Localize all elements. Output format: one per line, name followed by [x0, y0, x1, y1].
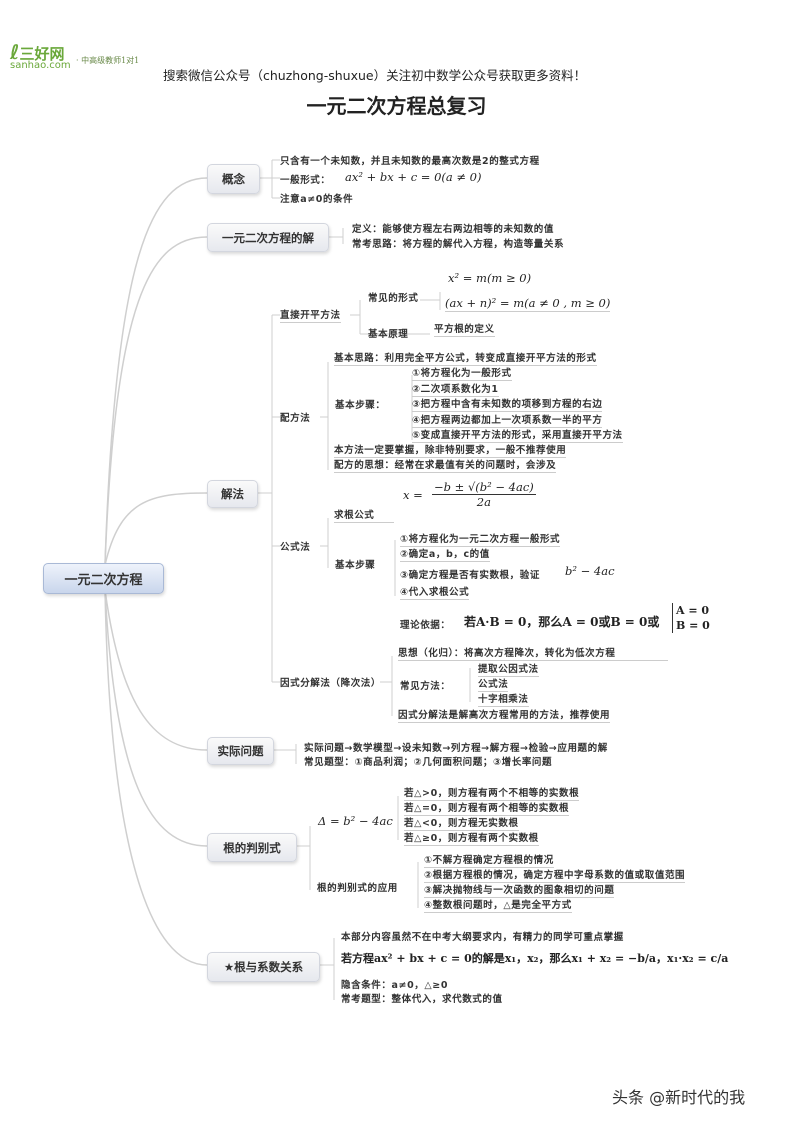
discriminant-app: ①不解方程确定方程根的情况 — [424, 852, 554, 868]
factor-common-method: 十字相乘法 — [478, 691, 529, 707]
logo-leaf-icon: ℓ — [10, 40, 20, 64]
discriminant-case: 若△≥0，则方程有两个实数根 — [404, 830, 539, 846]
formula-step: ①将方程化为一元二次方程一般形式 — [400, 531, 561, 547]
logo-tagline: · 中高级教师1对1 — [76, 56, 140, 65]
formula-steps-label: 基本步骤 — [335, 560, 376, 571]
factor-common-label: 常见方法： — [400, 681, 451, 692]
concept-general-form-label: 一般形式： — [280, 175, 331, 186]
node-concept: 概念 — [207, 164, 260, 194]
vieta-condition: 隐含条件：a≠0，△≥0 — [341, 980, 449, 991]
node-solution: 一元二次方程的解 — [207, 223, 329, 252]
node-practical: 实际问题 — [207, 737, 274, 765]
formula-step: ③确定方程是否有实数根，验证 — [400, 570, 540, 581]
formula-step: ②确定a，b，c的值 — [400, 546, 490, 562]
root-formula-numerator: −b ± √(b² − 4ac) — [432, 480, 536, 495]
concept-note: 注意a≠0的条件 — [280, 194, 354, 205]
direct-forms-label: 常见的形式 — [368, 293, 419, 304]
discriminant-case: 若△<0，则方程无实数根 — [404, 815, 519, 831]
solution-approach: 常考思路：将方程的解代入方程，构造等量关系 — [352, 239, 565, 250]
completing-idea: 基本思路：利用完全平方公式，转变成直接开平方法的形式 — [334, 350, 597, 366]
node-discriminant: 根的判别式 — [207, 833, 297, 862]
direct-form-1: x² = m(m ≥ 0) — [448, 271, 532, 285]
discriminant-app: ④整数根问题时，△是完全平方式 — [424, 897, 572, 913]
practical-types: 常见题型：①商品利润；②几何面积问题；③增长率问题 — [304, 757, 553, 768]
direct-root-method: 直接开平方法 — [280, 307, 341, 323]
factor-case: A = 0 — [676, 604, 710, 617]
logo-brand: 三好网 — [19, 45, 65, 63]
discriminant-formula: Δ = b² − 4ac — [318, 814, 393, 828]
vieta-common-type: 常考题型：整体代入，求代数式的值 — [341, 994, 503, 1005]
node-vieta: ★根与系数关系 — [207, 952, 320, 982]
direct-principle: 平方根的定义 — [434, 321, 495, 337]
completing-step: ④把方程两边都加上一次项系数一半的平方 — [412, 412, 603, 428]
concept-general-formula: ax² + bx + c = 0(a ≠ 0) — [345, 170, 482, 184]
notice-text: 搜索微信公众号（chuzhong-shuxue）关注初中数学公众号获取更多资料！ — [163, 68, 587, 83]
page-title: 一元二次方程总复习 — [306, 94, 487, 118]
solution-definition: 定义：能够使方程左右两边相等的未知数的值 — [352, 224, 555, 235]
concept-definition: 只含有一个未知数，并且未知数的最高次数是2的整式方程 — [280, 156, 540, 167]
formula-verify-expression: b² − 4ac — [565, 564, 615, 578]
root-formula-denominator: 2a — [476, 495, 491, 509]
discriminant-case: 若△=0，则方程有两个相等的实数根 — [404, 800, 570, 816]
discriminant-app-label: 根的判别式的应用 — [317, 883, 398, 894]
factor-cases: A = 0 B = 0 — [672, 603, 710, 633]
logo: ℓ三好网 sanhao.com — [10, 40, 71, 71]
completing-steps-label: 基本步骤： — [335, 400, 386, 411]
factor-basis: 若A·B = 0，那么A = 0或B = 0或 — [464, 615, 660, 629]
formula-step: ④代入求根公式 — [400, 584, 470, 600]
completing-step: ③把方程中含有未知数的项移到方程的右边 — [412, 396, 603, 412]
logo-domain: sanhao.com — [10, 60, 71, 71]
node-methods: 解法 — [207, 480, 258, 508]
completing-step: ①将方程化为一般形式 — [412, 365, 512, 381]
vieta-note: 本部分内容虽然不在中考大纲要求内，有精力的同学可重点掌握 — [341, 932, 624, 943]
completing-step: ②二次项系数化为1 — [412, 381, 499, 397]
factor-common-method: 提取公因式法 — [478, 661, 539, 677]
root-formula-fraction: −b ± √(b² − 4ac) 2a — [432, 480, 536, 509]
factor-case: B = 0 — [676, 619, 710, 632]
root-node: 一元二次方程 — [43, 563, 164, 594]
completing-square-method: 配方法 — [280, 413, 311, 424]
formula-method: 公式法 — [280, 542, 311, 553]
completing-step: ⑤变成直接开平方法的形式，采用直接开平方法 — [412, 427, 623, 443]
root-formula-lhs: x = — [403, 488, 423, 502]
direct-principle-label: 基本原理 — [368, 329, 409, 340]
factor-note: 因式分解法是解高次方程常用的方法，推荐使用 — [398, 707, 611, 723]
discriminant-case: 若△>0，则方程有两个不相等的实数根 — [404, 785, 580, 801]
completing-note: 本方法一定要掌握，除非特别要求，一般不推荐使用 — [334, 442, 567, 458]
factor-basis-label: 理论依据： — [400, 620, 451, 631]
discriminant-app: ③解决抛物线与一次函数的图象相切的问题 — [424, 882, 615, 898]
vieta-formula: 若方程ax² + bx + c = 0的解是x₁，x₂，那么x₁ + x₂ = … — [341, 952, 729, 965]
completing-note: 配方的思想：经常在求最值有关的问题时，会涉及 — [334, 457, 557, 473]
practical-steps: 实际问题→数学模型→设未知数→列方程→解方程→检验→应用题的解 — [304, 743, 608, 754]
root-formula-label: 求根公式 — [334, 507, 394, 523]
factor-idea: 思想（化归）：将高次方程降次，转化为低次方程 — [398, 645, 668, 661]
watermark: 头条 @新时代的我 — [612, 1088, 746, 1107]
factoring-method: 因式分解法（降次法） — [280, 678, 382, 689]
direct-form-2: (ax + n)² = m(a ≠ 0 , m ≥ 0) — [445, 296, 611, 312]
factor-common-method: 公式法 — [478, 676, 509, 692]
discriminant-app: ②根据方程根的情况，确定方程中字母系数的值或取值范围 — [424, 867, 686, 883]
